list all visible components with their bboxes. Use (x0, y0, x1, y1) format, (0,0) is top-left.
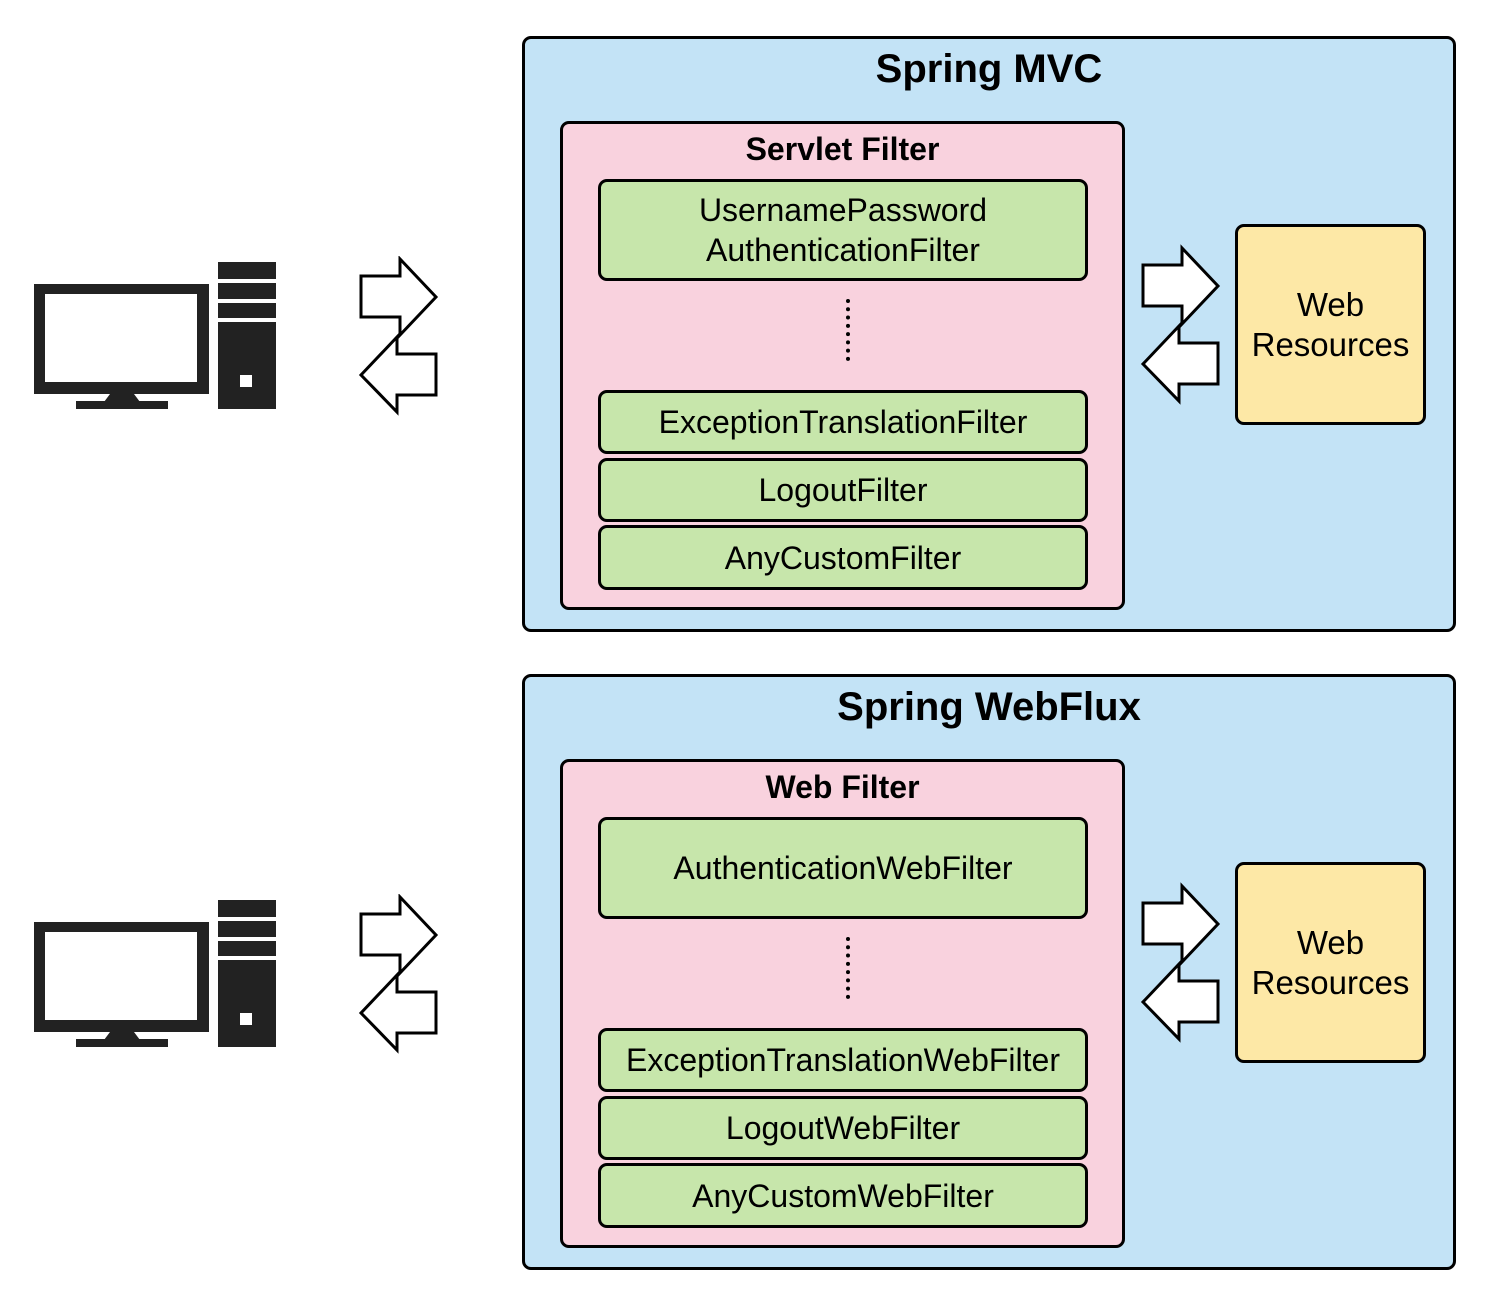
framework-title: Spring MVC (875, 47, 1103, 91)
web-resources-box: Web Resources (1235, 862, 1426, 1063)
request-response-arrows (358, 256, 440, 416)
right-arrow-icon (1141, 244, 1221, 328)
left-arrow-icon (1140, 960, 1220, 1043)
filter-group-title: Servlet Filter (745, 131, 940, 167)
web-resources-box: Web Resources (1235, 224, 1426, 425)
filter-item: AuthenticationWebFilter (598, 817, 1088, 919)
framework-title: Spring WebFlux (837, 685, 1141, 729)
resource-arrows (1140, 243, 1222, 405)
filter-item: AnyCustomWebFilter (598, 1163, 1088, 1228)
filter-item: LogoutWebFilter (598, 1096, 1088, 1160)
request-response-arrows (358, 894, 440, 1054)
filter-item: UsernamePassword AuthenticationFilter (598, 179, 1088, 281)
left-arrow-icon (358, 971, 438, 1054)
ellipsis-divider (846, 937, 850, 999)
filter-item: AnyCustomFilter (598, 525, 1088, 590)
filter-item: LogoutFilter (598, 458, 1088, 522)
desktop-computer-icon (34, 900, 276, 1048)
filter-item: ExceptionTranslationFilter (598, 390, 1088, 454)
filter-group-title: Web Filter (765, 769, 920, 805)
ellipsis-divider (846, 299, 850, 361)
left-arrow-icon (358, 333, 438, 416)
resource-arrows (1140, 881, 1222, 1043)
filter-item: ExceptionTranslationWebFilter (598, 1028, 1088, 1092)
desktop-computer-icon (34, 262, 276, 410)
left-arrow-icon (1140, 322, 1220, 405)
spring-mvc-section: Spring MVC Servlet Filter UsernamePasswo… (0, 0, 1497, 640)
web-filter-group: Web Filter AuthenticationWebFilter Excep… (560, 759, 1125, 1248)
right-arrow-icon (1141, 882, 1221, 966)
spring-webflux-section: Spring WebFlux Web Filter Authentication… (0, 638, 1497, 1278)
right-arrow-icon (359, 894, 439, 977)
spring-webflux-container: Spring WebFlux Web Filter Authentication… (522, 674, 1456, 1270)
right-arrow-icon (359, 256, 439, 339)
spring-mvc-container: Spring MVC Servlet Filter UsernamePasswo… (522, 36, 1456, 632)
servlet-filter-group: Servlet Filter UsernamePassword Authenti… (560, 121, 1125, 610)
